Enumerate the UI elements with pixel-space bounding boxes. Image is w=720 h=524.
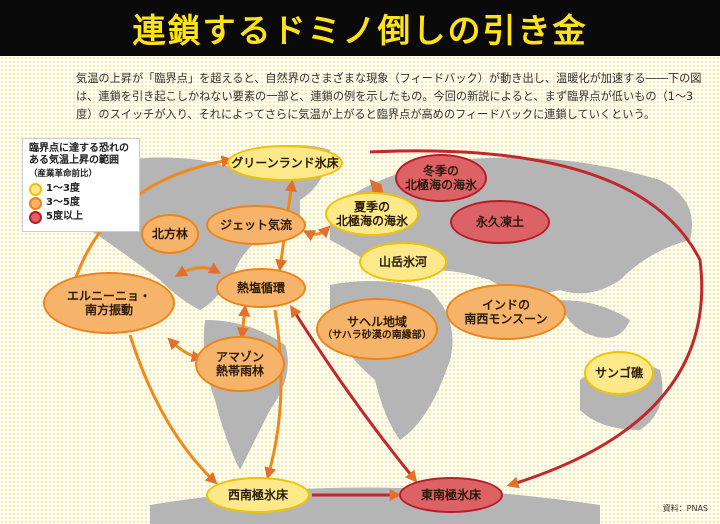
node-label: アマゾン <box>215 350 264 364</box>
node-permafrost: 永久凍土 <box>450 200 550 244</box>
legend-item-3-5: 3～5度 <box>29 196 133 210</box>
node-boreal: 北方林 <box>141 214 199 254</box>
node-amazon: アマゾン熱帯雨林 <box>195 336 285 392</box>
node-label: 西南極氷床 <box>227 488 288 502</box>
node-enso: エルニーニョ・南方振動 <box>43 272 175 334</box>
link-layer <box>73 149 704 501</box>
node-glacier: 山岳氷河 <box>359 242 447 282</box>
legend-swatch <box>29 210 42 224</box>
link-greenland-east_antarctic <box>369 149 704 489</box>
node-monsoon: インドの南西モンスーン <box>446 284 566 340</box>
legend-heading-2: ある気温上昇の範囲 <box>29 155 119 166</box>
node-label: 夏季の <box>353 200 390 214</box>
legend-label: 1～3度 <box>46 183 80 194</box>
link-enso-amazon <box>167 337 204 363</box>
node-greenland: グリーンランド氷床 <box>227 145 343 181</box>
source-credit: 資料：PNAS <box>662 504 708 513</box>
lead-text: 気温の上昇が「臨界点」を超えると、自然界のさまざまな現象（フィードバック）が動き… <box>76 72 702 121</box>
node-label: サンゴ礁 <box>594 366 643 380</box>
node-label: インドの <box>481 298 530 312</box>
southeast-asia <box>560 300 630 338</box>
link-thermohaline-west_antarctic <box>264 309 283 480</box>
link-enso-west_antarctic <box>128 334 218 485</box>
node-coral: サンゴ礁 <box>584 351 654 395</box>
node-sahel: サヘル地域（サハラ砂漠の南縁部） <box>316 298 438 360</box>
page-title: 連鎖するドミノ倒しの引き金 <box>132 11 588 50</box>
node-arctic-winter: 冬季の北極海の海氷 <box>395 154 487 202</box>
node-label: 東南極氷床 <box>420 488 481 502</box>
node-label: （サハラ砂漠の南縁部） <box>322 330 432 341</box>
node-thermohaline: 熱塩循環 <box>216 268 306 308</box>
link-arctic_summer-jet <box>302 225 331 242</box>
node-label: 北極海の海氷 <box>335 214 408 228</box>
node-label: 南西モンスーン <box>464 312 548 326</box>
node-label: 冬季の <box>422 164 459 178</box>
legend-subheading: （産業革命前比） <box>29 169 98 179</box>
legend-swatch <box>29 196 42 210</box>
legend-heading-1: 臨界点に達する恐れの <box>29 143 129 154</box>
node-label: 北方林 <box>151 227 188 241</box>
node-label: 永久凍土 <box>475 215 524 229</box>
node-east-antarctic: 東南極氷床 <box>399 477 503 513</box>
link-thermohaline-amazon <box>236 304 251 340</box>
node-west-antarctic: 西南極氷床 <box>206 477 310 513</box>
node-label: 熱塩循環 <box>236 281 285 295</box>
legend-item-1-3: 1～3度 <box>29 182 133 196</box>
node-jet: ジェット気流 <box>206 205 306 245</box>
legend-item-5-plus: 5度以上 <box>29 210 133 224</box>
node-label: 南方振動 <box>84 303 133 317</box>
node-label: グリーンランド氷床 <box>231 156 339 170</box>
node-label: ジェット気流 <box>219 218 292 232</box>
node-label: 山岳氷河 <box>378 255 427 269</box>
legend: 臨界点に達する恐れの ある気温上昇の範囲 （産業革命前比） 1～3度 3～5度 … <box>22 138 140 232</box>
link-thermohaline-east_antarctic <box>290 304 418 483</box>
node-label: サヘル地域 <box>346 315 407 329</box>
node-arctic-summer: 夏季の北極海の海氷 <box>325 192 419 236</box>
legend-swatch <box>29 182 42 196</box>
legend-label: 5度以上 <box>46 211 83 222</box>
node-label: 熱帯雨林 <box>215 364 264 378</box>
node-label: エルニーニョ・ <box>66 289 151 303</box>
link-enso-thermohaline <box>174 262 222 277</box>
node-label: 北極海の海氷 <box>404 178 477 192</box>
title-bar: 連鎖するドミノ倒しの引き金 <box>0 0 720 56</box>
legend-label: 3～5度 <box>46 197 80 208</box>
